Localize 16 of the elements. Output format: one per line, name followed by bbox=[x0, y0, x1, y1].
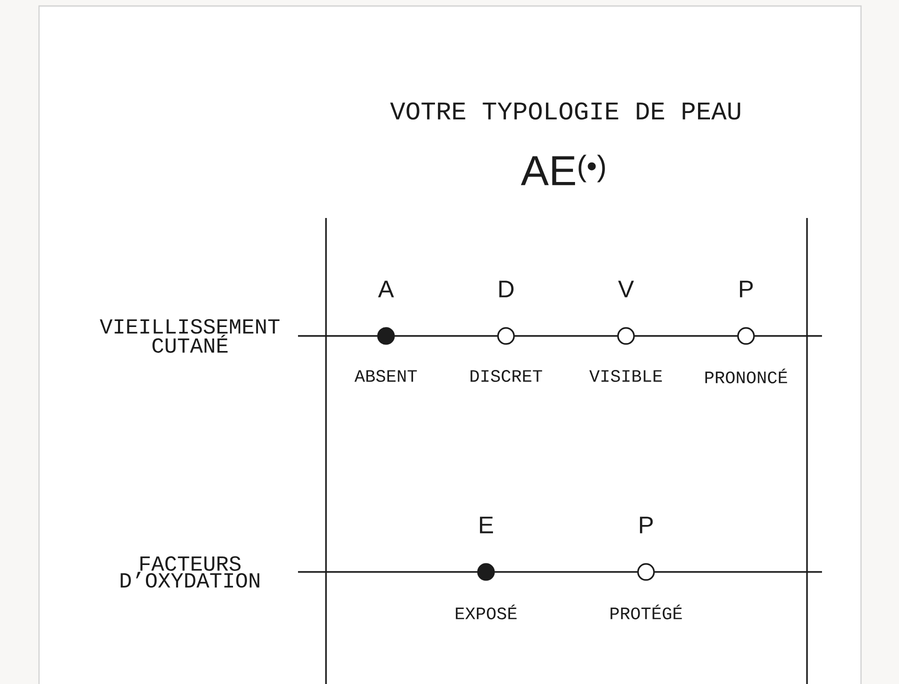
row-label: VIEILLISSEMENT CUTANÉ bbox=[100, 319, 280, 353]
scale-label: PRONONCÉ bbox=[705, 368, 788, 384]
scale-letter: V bbox=[618, 280, 634, 298]
scale-label: DISCRET bbox=[470, 370, 542, 382]
scale-letter: E bbox=[480, 516, 493, 534]
scale-letter: P bbox=[740, 280, 753, 298]
title: VOTRE TYPOLOGIE DE PEAU bbox=[390, 102, 740, 120]
scale-label: VISIBLE bbox=[589, 370, 662, 382]
scale-letter: A bbox=[378, 280, 394, 298]
scale-letter: P bbox=[640, 516, 653, 534]
scale-label: PROTÉGÉ bbox=[610, 604, 682, 620]
result-code: AE$^{(•)}$ bbox=[520, 154, 605, 186]
scale-label: EXPOSÉ bbox=[456, 604, 517, 620]
scale-letter: D bbox=[499, 280, 514, 298]
scale-label: ABSENT bbox=[354, 370, 417, 382]
row-label: FACTEURS D’OXYDATION bbox=[120, 556, 260, 588]
